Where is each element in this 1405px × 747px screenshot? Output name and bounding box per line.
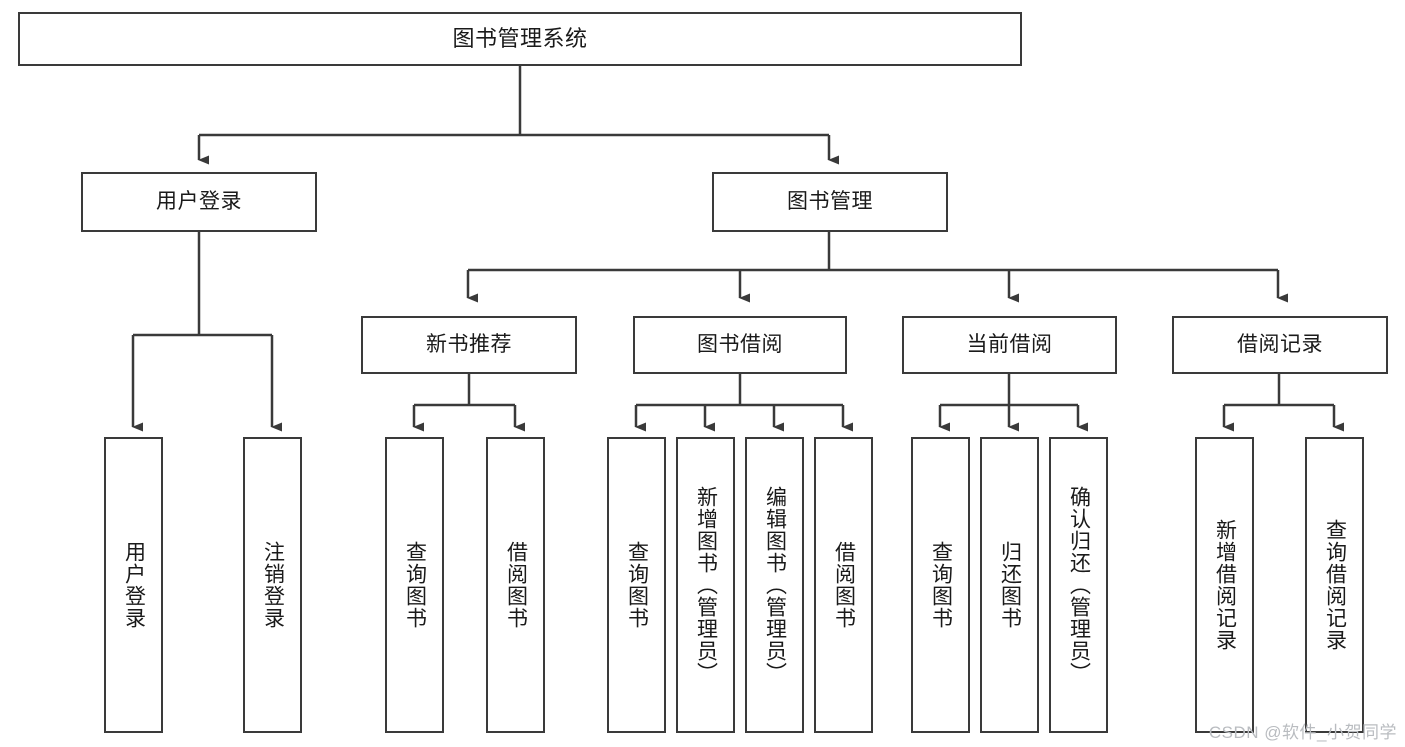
leaf-borrow-book-1-label: 借阅图书	[504, 541, 528, 629]
node-new-book-recommend[interactable]: 新书推荐	[361, 316, 577, 374]
leaf-query-book-1[interactable]: 查询图书	[385, 437, 444, 733]
leaf-return-book-label: 归还图书	[998, 541, 1022, 629]
leaf-query-book-3-label: 查询图书	[929, 541, 953, 629]
leaf-query-record-label: 查询借阅记录	[1323, 519, 1347, 651]
node-book-borrow[interactable]: 图书借阅	[633, 316, 847, 374]
leaf-logout-login-label: 注销登录	[261, 541, 285, 629]
node-current-borrow[interactable]: 当前借阅	[902, 316, 1117, 374]
leaf-query-record[interactable]: 查询借阅记录	[1305, 437, 1364, 733]
leaf-user-login-label: 用户登录	[122, 541, 146, 629]
node-book-manage[interactable]: 图书管理	[712, 172, 948, 232]
leaf-confirm-return-label: 确认归还（管理员）	[1067, 486, 1091, 684]
leaf-add-book-label: 新增图书（管理员）	[694, 486, 718, 684]
leaf-edit-book[interactable]: 编辑图书（管理员）	[745, 437, 804, 733]
leaf-query-book-2[interactable]: 查询图书	[607, 437, 666, 733]
leaf-query-book-1-label: 查询图书	[403, 541, 427, 629]
csdn-watermark: CSDN @软件_小贺同学	[1208, 723, 1397, 742]
node-root-system[interactable]: 图书管理系统	[18, 12, 1022, 66]
leaf-user-login[interactable]: 用户登录	[104, 437, 163, 733]
leaf-query-book-2-label: 查询图书	[625, 541, 649, 629]
leaf-logout-login[interactable]: 注销登录	[243, 437, 302, 733]
leaf-query-book-3[interactable]: 查询图书	[911, 437, 970, 733]
leaf-return-book[interactable]: 归还图书	[980, 437, 1039, 733]
node-user-login[interactable]: 用户登录	[81, 172, 317, 232]
leaf-borrow-book-2-label: 借阅图书	[832, 541, 856, 629]
node-borrow-record[interactable]: 借阅记录	[1172, 316, 1388, 374]
leaf-edit-book-label: 编辑图书（管理员）	[763, 486, 787, 684]
leaf-borrow-book-1[interactable]: 借阅图书	[486, 437, 545, 733]
leaf-add-record[interactable]: 新增借阅记录	[1195, 437, 1254, 733]
leaf-add-book[interactable]: 新增图书（管理员）	[676, 437, 735, 733]
leaf-add-record-label: 新增借阅记录	[1213, 519, 1237, 651]
leaf-borrow-book-2[interactable]: 借阅图书	[814, 437, 873, 733]
leaf-confirm-return[interactable]: 确认归还（管理员）	[1049, 437, 1108, 733]
